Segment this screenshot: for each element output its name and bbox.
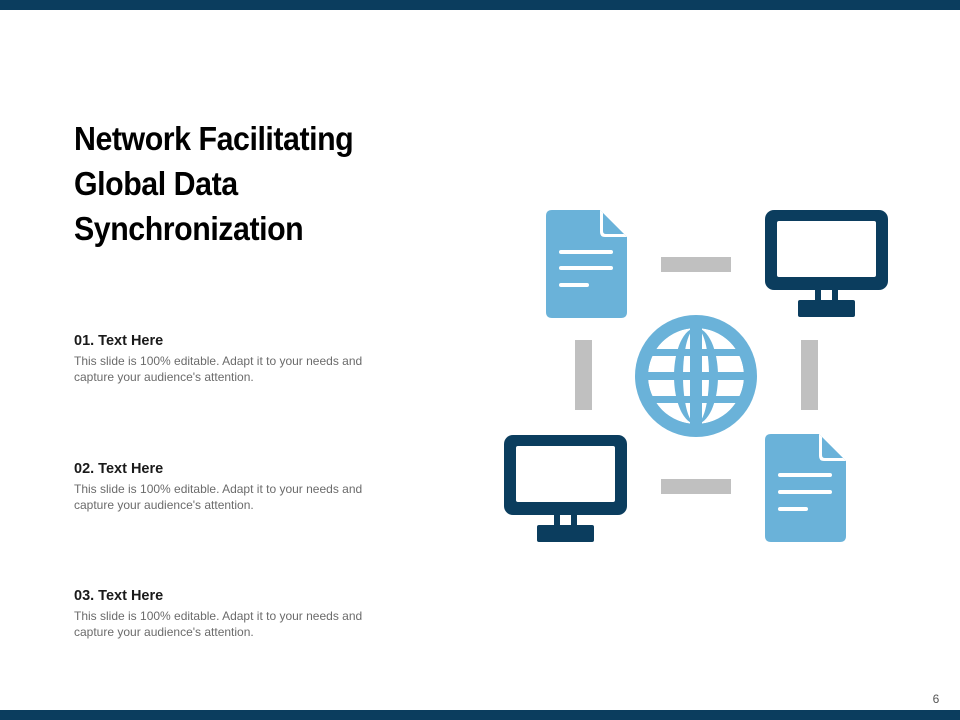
document-icon bbox=[765, 434, 846, 542]
item-heading: 01. Text Here bbox=[74, 333, 164, 349]
text-item-3: 03. Text Here This slide is 100% editabl… bbox=[74, 587, 384, 640]
connector-top bbox=[661, 257, 731, 272]
top-accent-bar bbox=[0, 0, 960, 10]
item-description: This slide is 100% editable. Adapt it to… bbox=[74, 609, 363, 639]
item-heading: 03. Text Here bbox=[74, 588, 164, 604]
text-item-2: 02. Text Here This slide is 100% editabl… bbox=[74, 460, 384, 513]
item-description: This slide is 100% editable. Adapt it to… bbox=[74, 354, 363, 384]
bottom-accent-bar bbox=[0, 710, 960, 720]
globe-icon bbox=[635, 315, 757, 437]
connector-right bbox=[801, 340, 818, 410]
page-number: 6 bbox=[932, 692, 940, 706]
monitor-icon bbox=[765, 210, 888, 317]
text-item-1: 01. Text Here This slide is 100% editabl… bbox=[74, 332, 384, 385]
connector-left bbox=[575, 340, 592, 410]
connector-bottom bbox=[661, 479, 731, 494]
document-icon bbox=[546, 210, 627, 318]
item-heading: 02. Text Here bbox=[74, 461, 164, 477]
item-description: This slide is 100% editable. Adapt it to… bbox=[74, 482, 363, 512]
slide-title: Network Facilitating Global Data Synchro… bbox=[74, 120, 354, 247]
monitor-icon bbox=[504, 435, 627, 542]
